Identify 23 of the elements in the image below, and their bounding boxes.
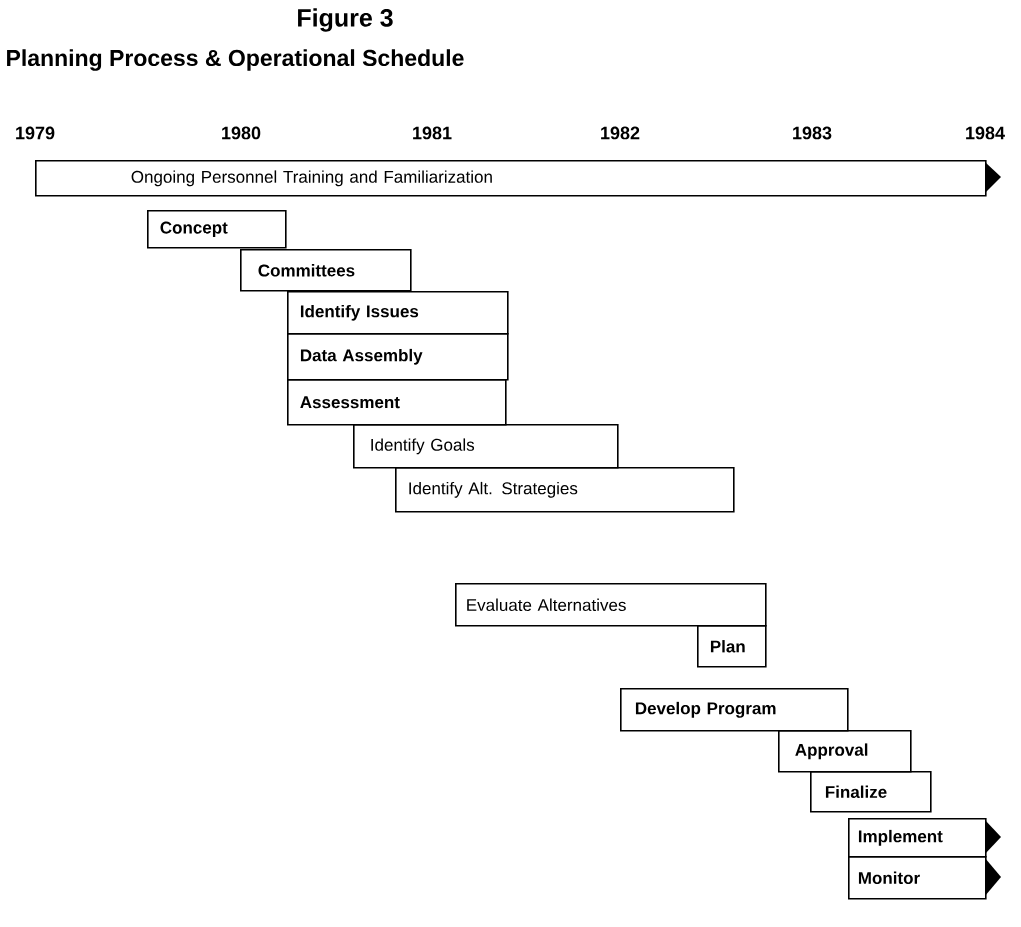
year-label: 1984 bbox=[966, 126, 1005, 140]
task-bar: Data Assembly bbox=[287, 333, 509, 381]
task-bar: Monitor bbox=[848, 856, 1001, 900]
task-bar: Develop Program bbox=[620, 688, 849, 732]
task-bar: Finalize bbox=[810, 771, 932, 813]
task-bar: Identify Alt. Strategies bbox=[395, 467, 735, 513]
task-bar: Plan bbox=[697, 625, 767, 668]
year-label: 1979 bbox=[16, 126, 55, 140]
task-bar: Committees bbox=[240, 249, 412, 292]
task-bar: Concept bbox=[147, 210, 287, 249]
task-bar: Approval bbox=[778, 730, 912, 773]
task-bar: Assessment bbox=[287, 379, 507, 426]
year-label: 1983 bbox=[793, 126, 832, 140]
task-bar: Evaluate Alternatives bbox=[455, 583, 767, 627]
task-bar: Ongoing Personnel Training and Familiarization bbox=[35, 160, 1001, 197]
year-label: 1982 bbox=[601, 126, 640, 140]
figure-title: Figure 3 bbox=[298, 8, 393, 32]
task-bar: Identify Issues bbox=[287, 291, 509, 335]
task-bar: Implement bbox=[848, 818, 1001, 858]
year-label: 1980 bbox=[222, 126, 261, 140]
task-bar: Identify Goals bbox=[353, 424, 619, 469]
year-label: 1981 bbox=[413, 126, 452, 140]
subtitle: Planning Process & Operational Schedule bbox=[7, 49, 464, 71]
